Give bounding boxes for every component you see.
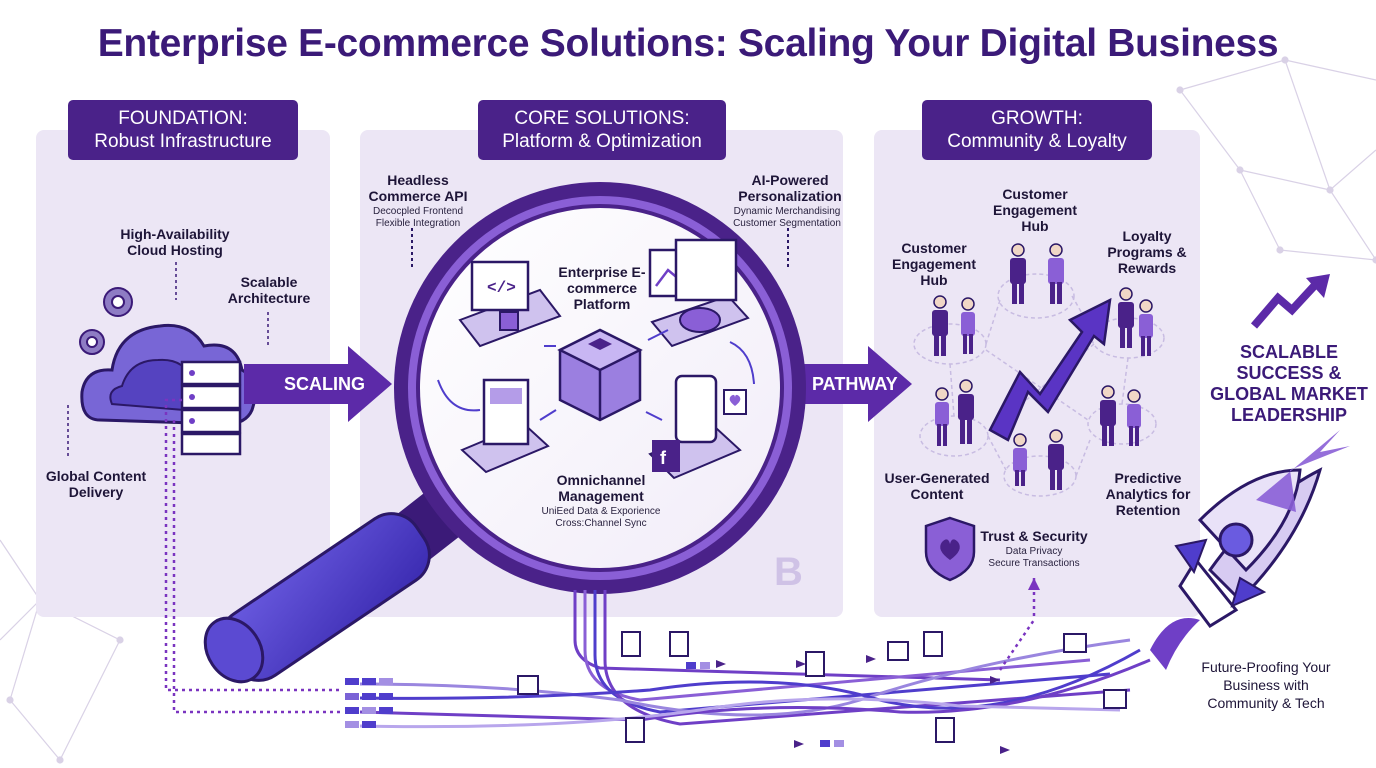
future-label: Future-Proofing Your Business with Commu… [1201, 659, 1331, 711]
predictive-label: Predictive Analytics for Retention [1105, 470, 1191, 518]
ai-sub2: Customer Segmentation [733, 218, 841, 229]
server-icon [180, 360, 242, 456]
svg-text:f: f [660, 448, 667, 468]
scaling-label: SCALING [284, 374, 365, 394]
ai-label: AI-Powered Personalization [738, 172, 842, 204]
mobile-icon: f [648, 374, 747, 480]
growth-arrow-icon [988, 297, 1112, 442]
trust-label: Trust & Security [980, 528, 1088, 544]
trust-sub2: Secure Transactions [988, 558, 1080, 569]
svg-text:</>: </> [487, 279, 516, 297]
foundation-heading: FOUNDATION:Robust Infrastructure [68, 100, 298, 160]
headless-sub1: Decocpled Frontend [372, 206, 464, 217]
ugc-label: User-Generated Content [884, 470, 990, 502]
loyalty-label: Loyalty Programs & Rewards [1107, 228, 1187, 276]
brand-watermark: B [774, 550, 803, 594]
headless-label: Headless Commerce API [368, 172, 468, 204]
people-icon [932, 243, 1153, 490]
mobile-web-icon [460, 378, 550, 474]
shield-heart-icon [924, 516, 976, 582]
success-label: SCALABLE SUCCESS & GLOBAL MARKET LEADERS… [1210, 342, 1368, 425]
code-window-icon: </> [458, 260, 562, 348]
hub-top-label: Customer Engagement Hub [992, 186, 1077, 234]
architecture-label: Scalable Architecture [227, 274, 311, 306]
ai-sub1: Dynamic Merchandising [733, 206, 841, 217]
pathway-label: PATHWAY [812, 374, 898, 394]
rocket-icon [1150, 430, 1350, 670]
analytics-icon [648, 238, 750, 348]
scaling-arrow [244, 346, 392, 422]
trust-sub1: Data Privacy [1005, 546, 1063, 557]
platform-label: Enterprise E-commerce Platform [558, 264, 646, 312]
hub-left-label: Customer Engagement Hub [891, 240, 976, 288]
core-heading: CORE SOLUTIONS:Platform & Optimization [478, 100, 726, 160]
page-title: Enterprise E-commerce Solutions: Scaling… [97, 22, 1279, 65]
headless-sub2: Flexible Integration [375, 218, 461, 229]
omni-sub2: Cross:Channel Sync [555, 518, 647, 529]
cube-icon [557, 328, 643, 422]
pathway-arrow [800, 346, 912, 422]
growth-heading: GROWTH:Community & Loyalty [922, 100, 1152, 160]
hosting-label: High-Availability Cloud Hosting [120, 226, 230, 258]
growth-arrow-icon [1250, 274, 1330, 329]
delivery-label: Global Content Delivery [45, 468, 147, 500]
omni-sub1: UniEed Data & Exporience [541, 506, 661, 517]
omni-label: Omnichannel Management [556, 472, 646, 504]
